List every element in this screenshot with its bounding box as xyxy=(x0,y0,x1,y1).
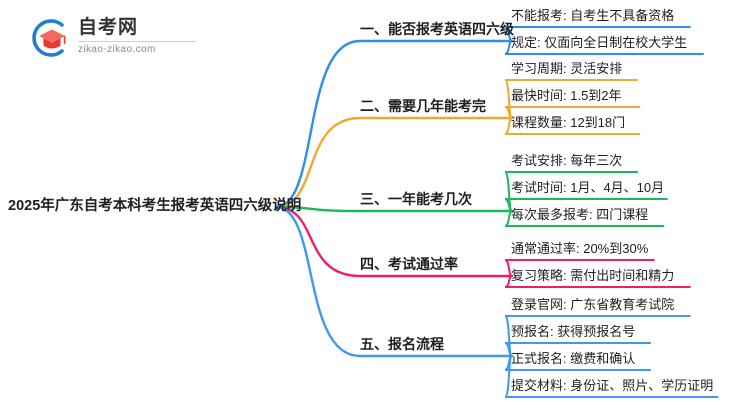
branch-label-3[interactable]: 三、一年能考几次 xyxy=(360,191,472,207)
leaf-node-5-3[interactable]: 正式报名: 缴费和确认 xyxy=(511,351,636,366)
leaf-node-2-3[interactable]: 课程数量: 12到18门 xyxy=(511,115,626,130)
leaf-node-3-2[interactable]: 考试时间: 1月、4月、10月 xyxy=(511,180,665,195)
leaf-node-1-2[interactable]: 规定: 仅面向全日制在校大学生 xyxy=(511,35,688,50)
leaf-node-4-1[interactable]: 通常通过率: 20%到30% xyxy=(511,241,649,256)
leaf-node-5-1[interactable]: 登录官网: 广东省教育考试院 xyxy=(511,297,675,312)
leaf-node-5-2[interactable]: 预报名: 获得预报名号 xyxy=(511,324,636,339)
leaf-node-1-1[interactable]: 不能报考: 自考生不具备资格 xyxy=(511,8,675,23)
logo-text: 自考网 zikao-zikao.com xyxy=(78,17,200,55)
leaf-node-2-2[interactable]: 最快时间: 1.5到2年 xyxy=(511,88,622,103)
logo-domain: zikao-zikao.com xyxy=(78,44,156,55)
leaf-node-3-3[interactable]: 每次最多报考: 四门课程 xyxy=(511,207,649,222)
logo-divider xyxy=(78,41,196,42)
graduation-cap-icon xyxy=(32,19,66,57)
site-logo: 自考网 zikao-zikao.com xyxy=(28,14,203,62)
branch-label-1[interactable]: 一、能否报考英语四六级 xyxy=(360,21,514,37)
root-title: 2025年广东自考本科考生报考英语四六级说明 xyxy=(8,198,302,214)
leaf-node-5-4[interactable]: 提交材料: 身份证、照片、学历证明 xyxy=(511,378,714,393)
leaf-node-4-2[interactable]: 复习策略: 需付出时间和精力 xyxy=(511,268,675,283)
connector-line xyxy=(274,39,514,209)
branch-label-5[interactable]: 五、报名流程 xyxy=(360,336,444,352)
branch-label-2[interactable]: 二、需要几年能考完 xyxy=(360,98,486,114)
leaf-node-2-1[interactable]: 学习周期: 灵活安排 xyxy=(511,61,623,76)
leaf-node-3-1[interactable]: 考试安排: 每年三次 xyxy=(511,153,623,168)
logo-name: 自考网 xyxy=(78,17,139,38)
branch-label-4[interactable]: 四、考试通过率 xyxy=(360,256,458,272)
connector-line xyxy=(274,205,514,358)
